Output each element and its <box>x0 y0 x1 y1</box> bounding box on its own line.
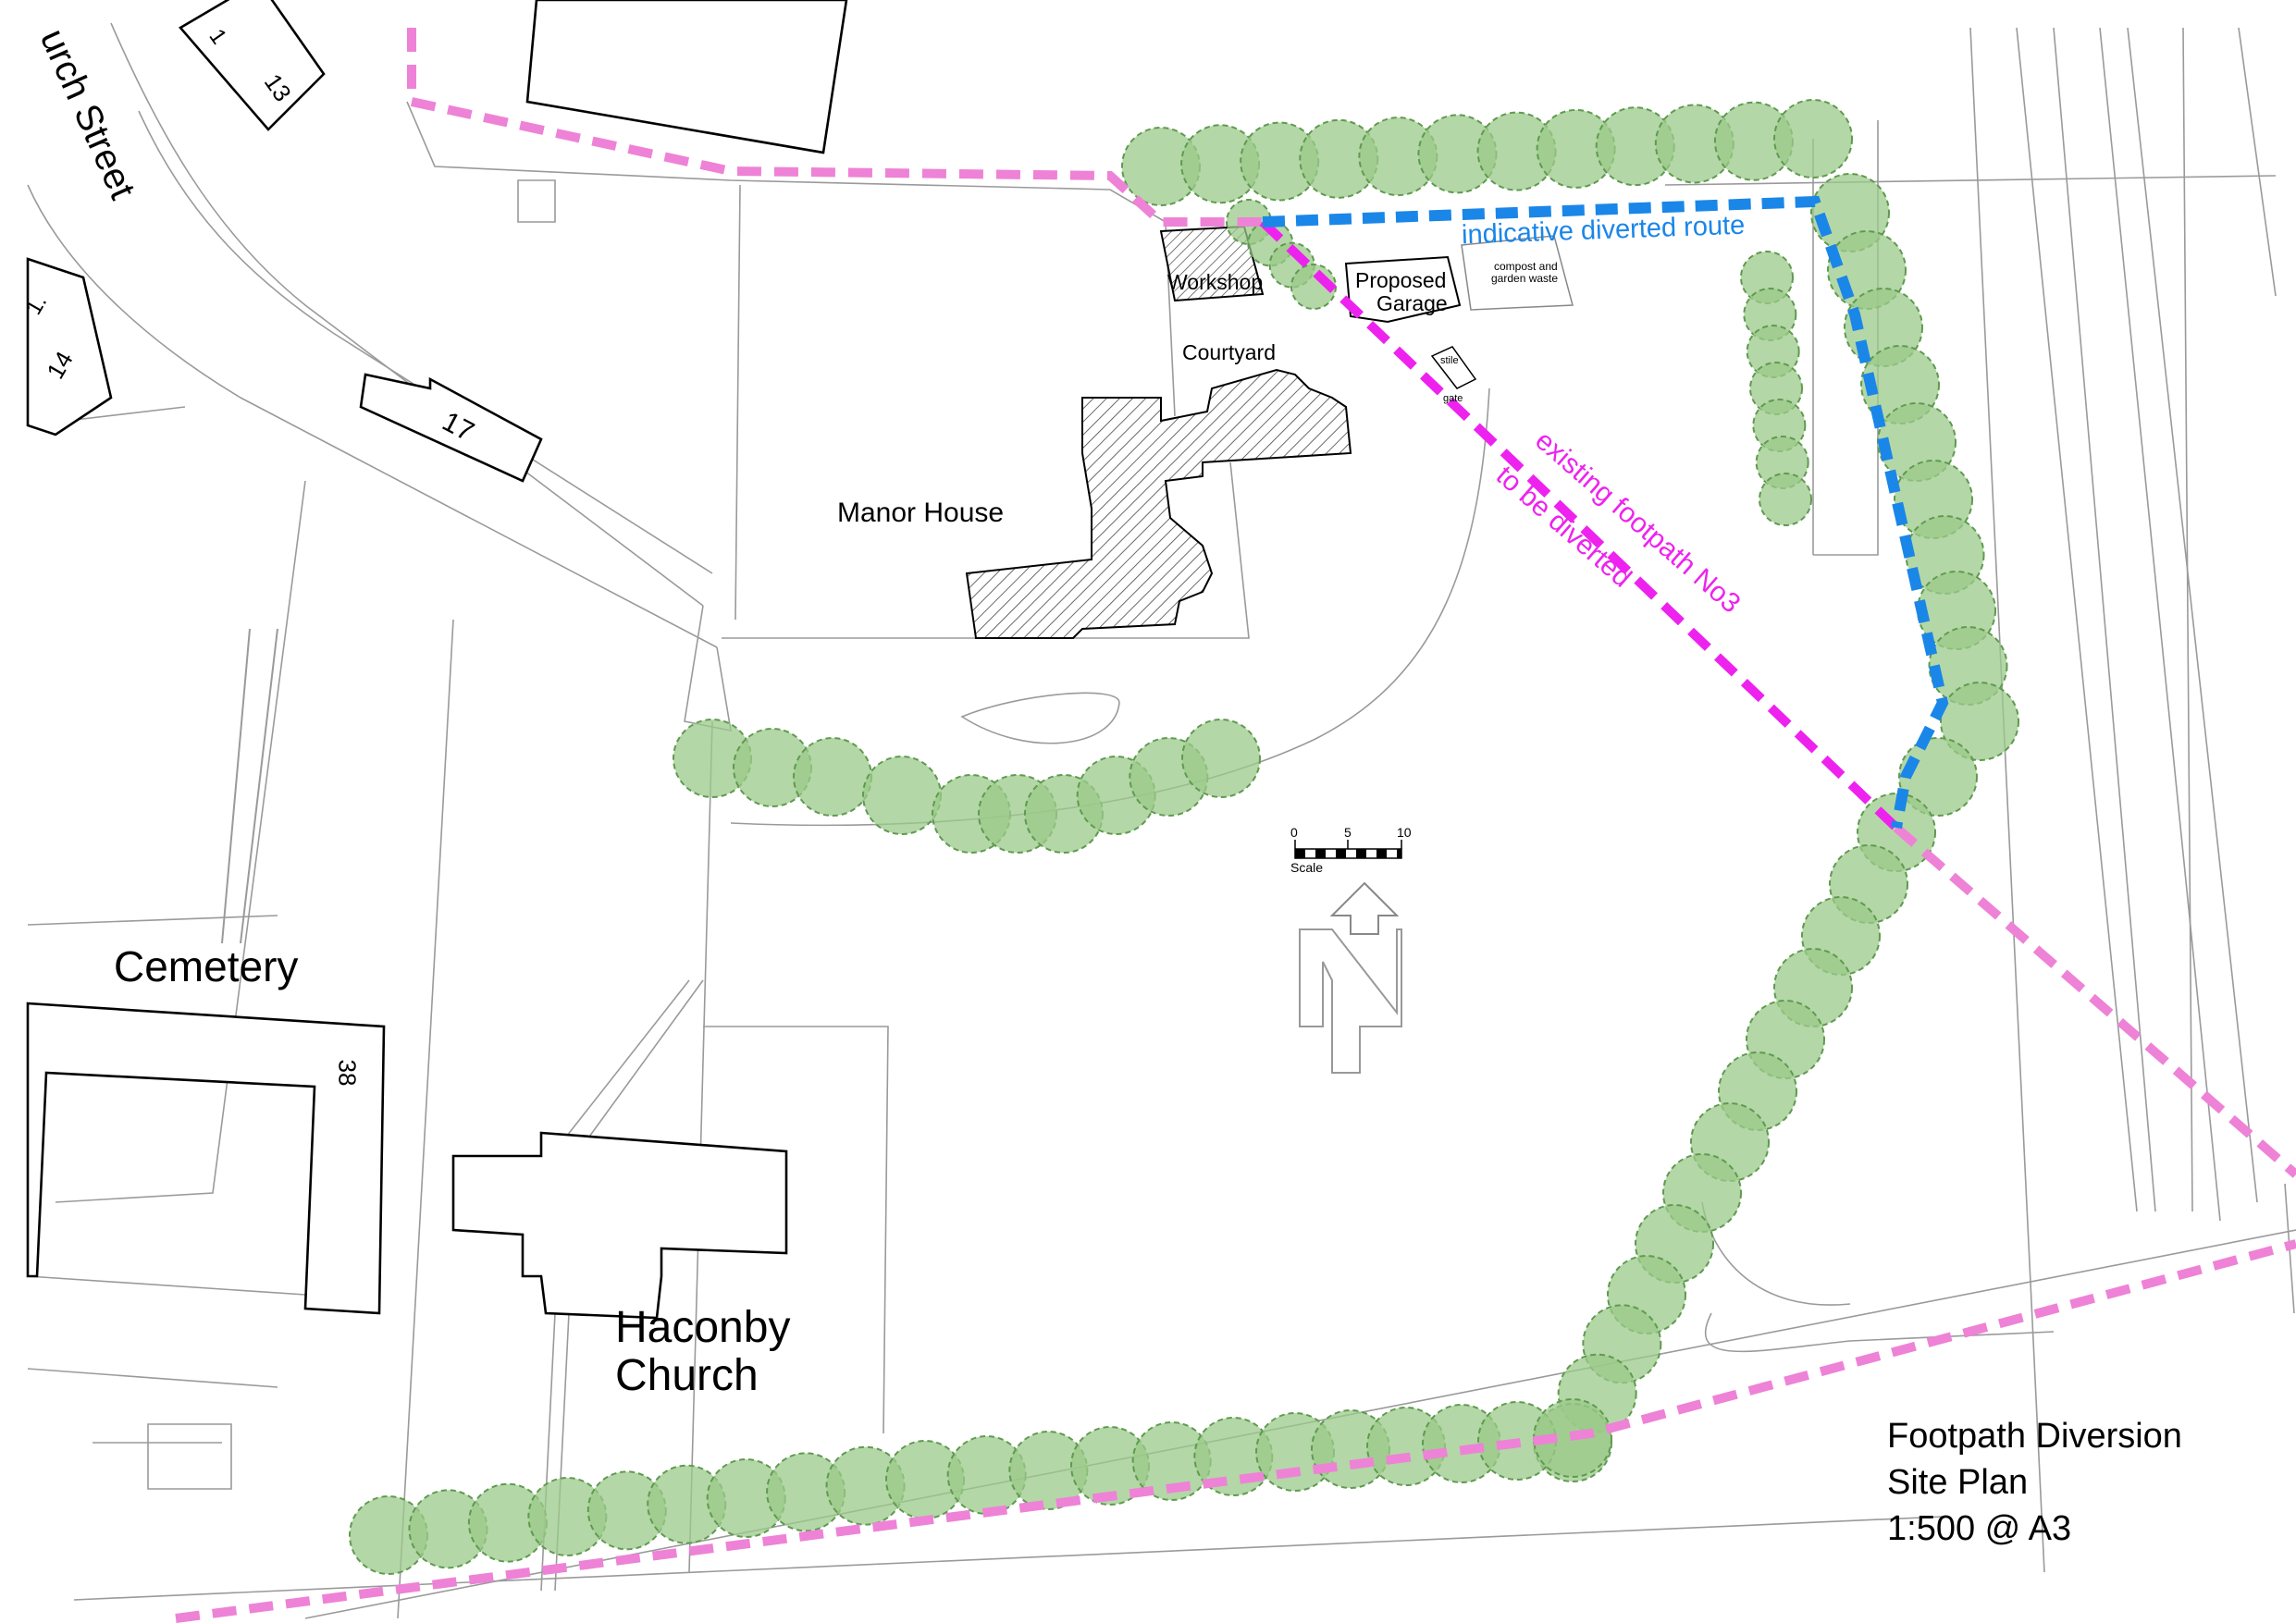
tree-icon <box>1773 99 1853 178</box>
tree-icon <box>1898 737 1978 817</box>
stile-label: stile <box>1440 355 1459 366</box>
church-label-1: Haconby <box>615 1303 791 1352</box>
tree-icon <box>862 756 942 835</box>
building-38 <box>26 1002 386 1315</box>
tree-icon <box>1940 682 2019 761</box>
compost-area <box>1461 235 1574 311</box>
stile-gate <box>1430 346 1477 389</box>
building-13 <box>178 0 326 131</box>
compost-label-2: garden waste <box>1491 272 1559 285</box>
existing-footpath-line <box>175 28 2296 1623</box>
title-line-3: 1:500 @ A3 <box>1887 1509 2072 1548</box>
tree-icon <box>1181 719 1261 798</box>
scale-label: Scale <box>1290 860 1324 875</box>
proposed-garage-label-2: Garage <box>1376 291 1448 315</box>
title-line-1: Footpath Diversion <box>1887 1417 2182 1456</box>
tree-belt <box>349 99 2019 1575</box>
tree-icon <box>1759 473 1812 526</box>
north-arrow-icon <box>1299 881 1402 1074</box>
scale-tick-0: 0 <box>1290 825 1298 840</box>
proposed-garage-label-1: Proposed <box>1355 268 1447 292</box>
courtyard-label: Courtyard <box>1182 340 1276 364</box>
title-line-2: Site Plan <box>1887 1463 2029 1502</box>
building-17 <box>359 373 543 483</box>
scale-tick-10: 10 <box>1397 825 1412 840</box>
compost-label-1: compost and <box>1494 260 1558 273</box>
workshop-label: Workshop <box>1167 270 1264 294</box>
tree-icon <box>793 737 872 817</box>
building-14 <box>26 257 113 436</box>
scale-bar <box>1294 840 1402 859</box>
scale-tick-5: 5 <box>1344 825 1352 840</box>
cemetery-label: Cemetery <box>114 942 299 990</box>
church-building <box>451 1131 788 1320</box>
property-boundaries <box>27 22 2296 1619</box>
manor-house-building <box>965 368 1352 639</box>
gate-label: gate <box>1443 393 1463 404</box>
house-number-38: 38 <box>333 1059 362 1087</box>
church-label-2: Church <box>615 1351 759 1400</box>
building-top <box>525 0 848 154</box>
indicative-diverted-route-line <box>1262 195 1949 830</box>
workshop-building <box>1159 225 1265 302</box>
manor-house-label: Manor House <box>837 498 1005 528</box>
buildings <box>26 0 1574 1320</box>
